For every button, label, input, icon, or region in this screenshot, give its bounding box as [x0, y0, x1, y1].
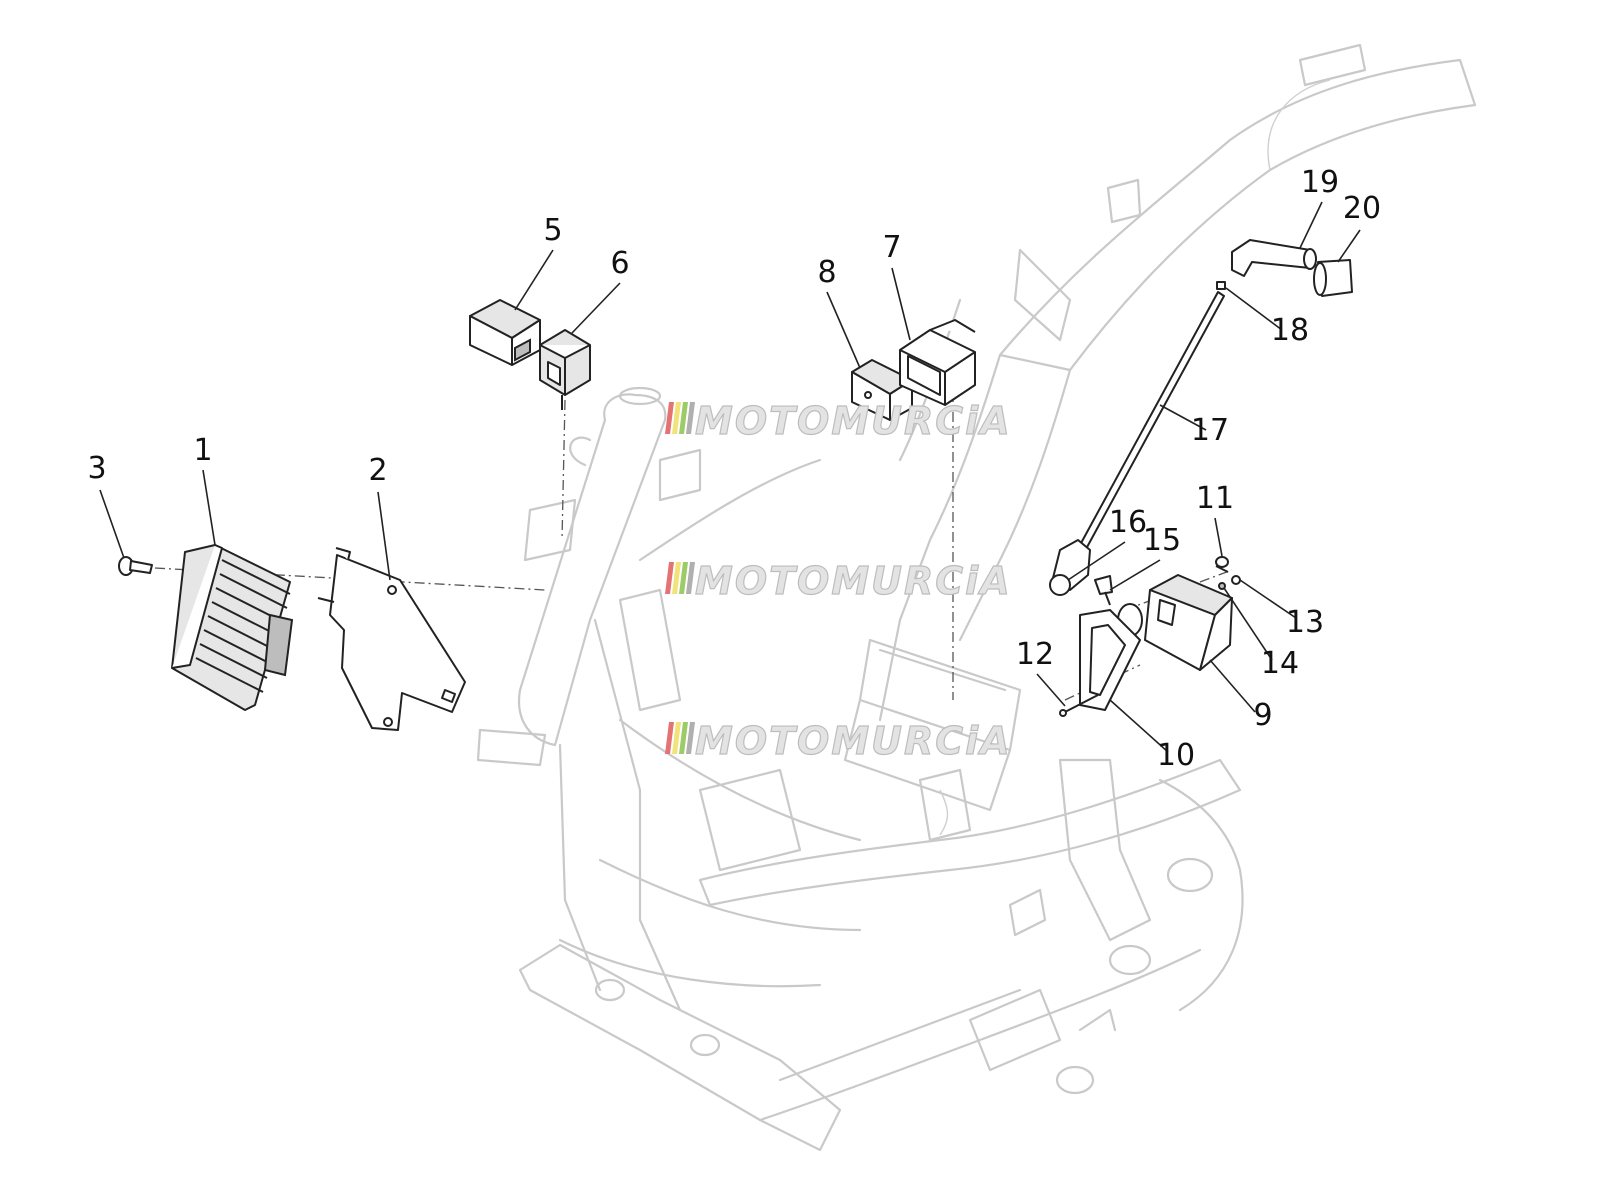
callout-1: 1 [193, 433, 212, 468]
callout-12: 12 [1016, 637, 1054, 672]
watermark-stripe [672, 722, 681, 754]
scooter-frame [476, 43, 1477, 1152]
callout-2: 2 [368, 453, 387, 488]
part-7-cover [899, 319, 976, 406]
watermarks: MOTOMURCiA MOTOMURCiA MOTOMURCiA [665, 398, 1012, 764]
watermark-1: MOTOMURCiA [665, 398, 1012, 444]
callout-5: 5 [543, 213, 562, 248]
watermark-stripe [665, 402, 674, 434]
callout-16: 16 [1109, 505, 1147, 540]
part-9-control-unit [1117, 574, 1233, 671]
watermark-stripe [672, 562, 681, 594]
watermark-stripe [679, 402, 688, 434]
watermark-stripe [665, 722, 674, 754]
watermark-stripe [679, 722, 688, 754]
watermark-text: MOTOMURCiA [695, 559, 1012, 603]
callout-11: 11 [1196, 481, 1234, 516]
callout-6: 6 [610, 246, 629, 281]
callout-15: 15 [1143, 523, 1181, 558]
watermark-stripe [679, 562, 688, 594]
watermark-2: MOTOMURCiA [665, 558, 1012, 604]
callout-20: 20 [1343, 191, 1381, 226]
leader-lines [99, 201, 1361, 753]
callout-9: 9 [1253, 698, 1272, 733]
part-3-screw [118, 556, 153, 576]
part-1-voltage-regulator [171, 544, 294, 711]
part-2-bracket [317, 547, 466, 731]
part-6-relay-holder [539, 329, 591, 410]
part-10-mount-plate [1079, 609, 1141, 711]
watermark-text: MOTOMURCiA [695, 399, 1012, 443]
watermark-stripe [672, 402, 681, 434]
watermark-stripe [686, 722, 695, 754]
callout-10: 10 [1157, 738, 1195, 773]
part-14-washer [1218, 582, 1226, 590]
callout-8: 8 [817, 255, 836, 290]
part-8-box [851, 359, 913, 421]
part-15-clip [1094, 575, 1113, 606]
callout-19: 19 [1301, 165, 1339, 200]
callout-18: 18 [1271, 313, 1309, 348]
watermark-stripe [686, 562, 695, 594]
callout-13: 13 [1286, 605, 1324, 640]
part-13-nut [1231, 575, 1241, 585]
part-16-elbow [1049, 539, 1091, 596]
part-11-screw [1215, 556, 1229, 573]
callout-14: 14 [1261, 646, 1299, 681]
watermark-3: MOTOMURCiA [665, 718, 1012, 764]
part-5-relay [469, 299, 541, 366]
watermark-stripe [686, 402, 695, 434]
part-20-sleeve [1313, 259, 1353, 297]
callout-3: 3 [87, 451, 106, 486]
watermark-stripe [665, 562, 674, 594]
watermark-text: MOTOMURCiA [695, 719, 1012, 763]
callout-17: 17 [1191, 413, 1229, 448]
part-12-pin [1059, 694, 1099, 717]
part-18-ring [1216, 281, 1226, 290]
callout-7: 7 [882, 230, 901, 265]
part-19-plug-cap [1231, 239, 1317, 277]
